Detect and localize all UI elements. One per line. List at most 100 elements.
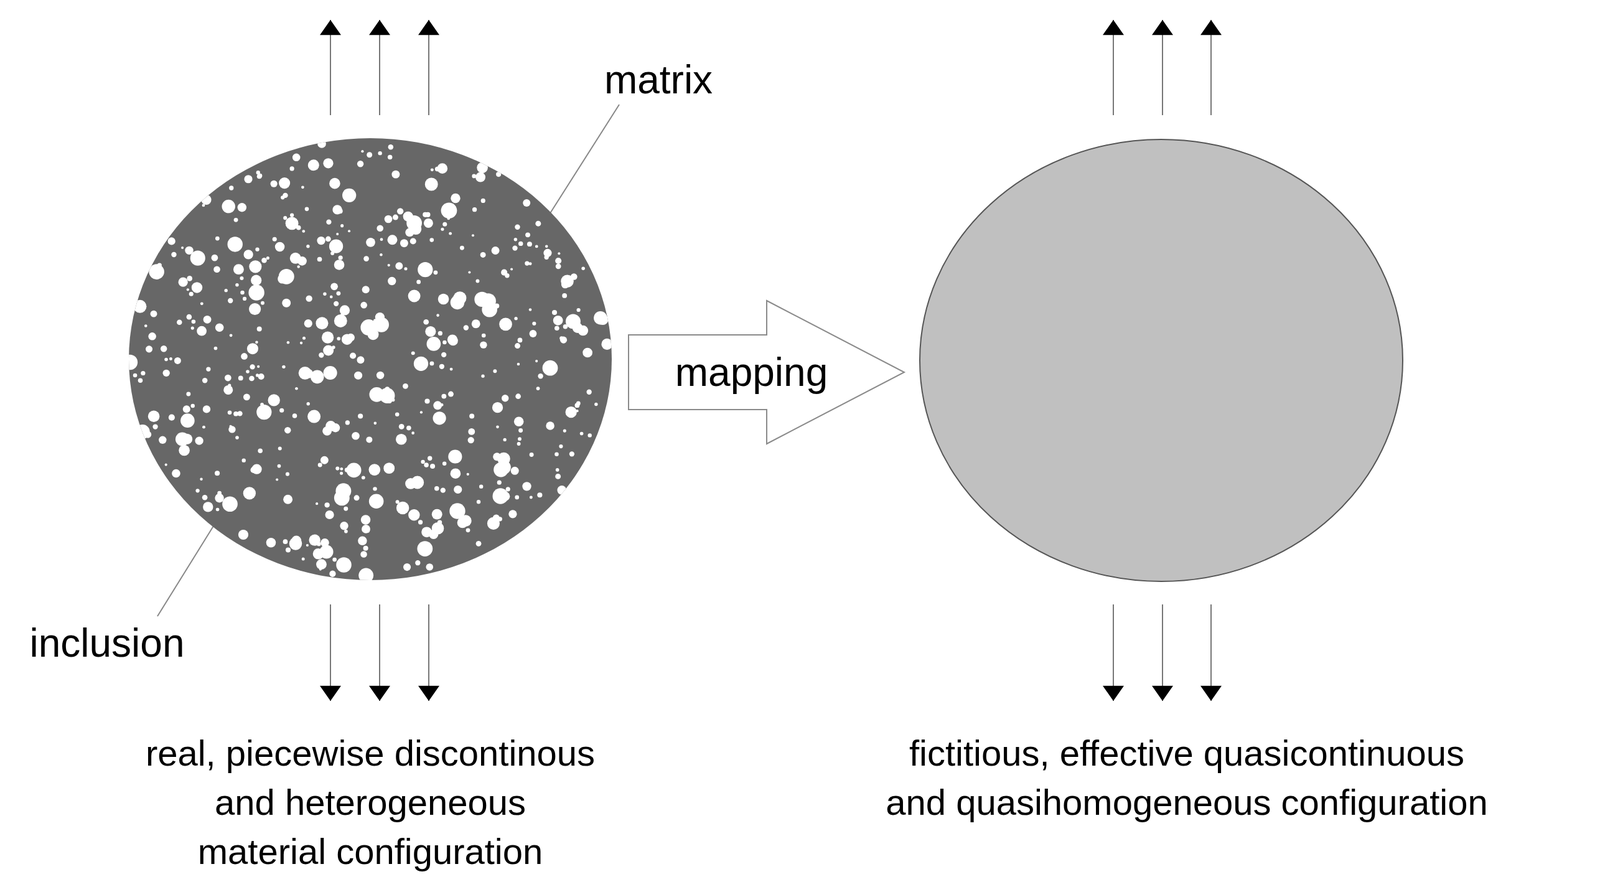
inclusion-dot [224, 204, 233, 214]
inclusion-dot [448, 232, 452, 236]
inclusion-dot [522, 481, 531, 491]
inclusion-dot [446, 217, 450, 221]
inclusion-dot [467, 436, 475, 444]
inclusion-dot [395, 499, 400, 504]
inclusion-dot [395, 433, 408, 445]
inclusion-dot [283, 538, 289, 544]
inclusion-dot [224, 288, 228, 292]
inclusion-dot [190, 250, 206, 266]
inclusion-dot [245, 369, 250, 374]
inclusion-dot [426, 336, 442, 351]
inclusion-dot [335, 466, 340, 471]
inclusion-dot [492, 369, 497, 373]
inclusion-dot [215, 507, 220, 511]
inclusion-dot [514, 342, 521, 349]
inclusion-dot [290, 213, 294, 218]
inclusion-dot [363, 545, 369, 551]
inclusion-dot [336, 291, 341, 296]
inclusion-dot [395, 412, 400, 417]
inclusion-dot [261, 257, 267, 263]
inclusion-dot [528, 261, 533, 266]
inclusion-dot [557, 252, 561, 255]
inclusion-dot [163, 369, 170, 377]
inclusion-dot [281, 298, 291, 308]
inclusion-dot [535, 220, 541, 227]
inclusion-dot [436, 163, 448, 174]
inclusion-dot [545, 244, 549, 248]
inclusion-dot [138, 377, 144, 383]
inclusion-dot [283, 494, 293, 505]
inclusion-dot [496, 493, 502, 499]
inclusion-dot [248, 375, 255, 382]
inclusion-dot [374, 421, 378, 425]
inclusion-dot [469, 413, 475, 419]
inclusion-dot [420, 410, 423, 414]
inclusion-dot [340, 224, 344, 228]
inclusion-dot [476, 499, 481, 504]
inclusion-dot [144, 324, 148, 328]
inclusion-dot [320, 538, 330, 548]
inclusion-dot [168, 414, 175, 421]
inclusion-dot [365, 528, 370, 533]
inclusion-dot [258, 373, 265, 380]
inclusion-dot [260, 402, 264, 407]
inclusion-dot [279, 408, 284, 413]
inclusion-dot [476, 162, 488, 174]
inclusion-dot [250, 466, 257, 473]
inclusion-dot [480, 252, 487, 258]
inclusion-dot [471, 233, 475, 237]
inclusion-dot [499, 317, 513, 331]
inclusion-dot [425, 563, 434, 571]
inclusion-dot [425, 177, 439, 192]
inclusion-dot [215, 322, 225, 332]
inclusion-dot [235, 283, 239, 287]
inclusion-dot [466, 472, 470, 476]
inclusion-dot [176, 319, 183, 325]
inclusion-dot [306, 543, 309, 547]
inclusion-dot [343, 506, 348, 511]
inclusion-dot [203, 315, 212, 324]
inclusion-dot [306, 402, 310, 406]
inclusion-dot [398, 423, 405, 430]
inclusion-dot [408, 509, 420, 521]
inclusion-dot [283, 215, 287, 220]
inclusion-dot [441, 393, 447, 399]
inclusion-dot [418, 519, 423, 524]
inclusion-dot [331, 345, 336, 350]
inclusion-dot [235, 435, 239, 440]
inclusion-dot [514, 224, 520, 230]
inclusion-dot [191, 326, 195, 330]
inclusion-dot [294, 387, 299, 391]
inclusion-dot [277, 464, 282, 468]
inclusion-dot [268, 393, 281, 406]
inclusion-dot [181, 433, 193, 445]
inclusion-dot [441, 202, 458, 219]
inclusion-dot [360, 149, 364, 153]
inclusion-dot [135, 424, 150, 439]
inclusion-dot [463, 324, 469, 330]
inclusion-dot [257, 173, 262, 179]
inclusion-dot [354, 494, 360, 501]
inclusion-dot [537, 492, 543, 498]
inclusion-dot [301, 185, 305, 189]
circle-shape [128, 138, 612, 581]
inclusion-dot [374, 317, 389, 333]
inclusion-dot [205, 198, 210, 203]
inclusion-dot [272, 237, 277, 242]
specimen-circle [127, 136, 613, 582]
inclusion-dot [171, 469, 180, 478]
inclusion-dot [278, 177, 291, 189]
inclusion-dot [158, 436, 167, 444]
inclusion-dot [301, 229, 305, 233]
inclusion-dot [387, 234, 398, 245]
inclusion-dot [479, 341, 487, 348]
inclusion-dot [200, 301, 204, 305]
inclusion-dot [316, 558, 327, 570]
inclusion-dot [339, 521, 348, 530]
inclusion-dot [438, 331, 443, 336]
inclusion-dot [202, 377, 208, 383]
inclusion-dot [552, 309, 557, 315]
inclusion-dot [450, 295, 465, 310]
inclusion-dot [431, 509, 443, 520]
inclusion-dot [560, 336, 567, 344]
